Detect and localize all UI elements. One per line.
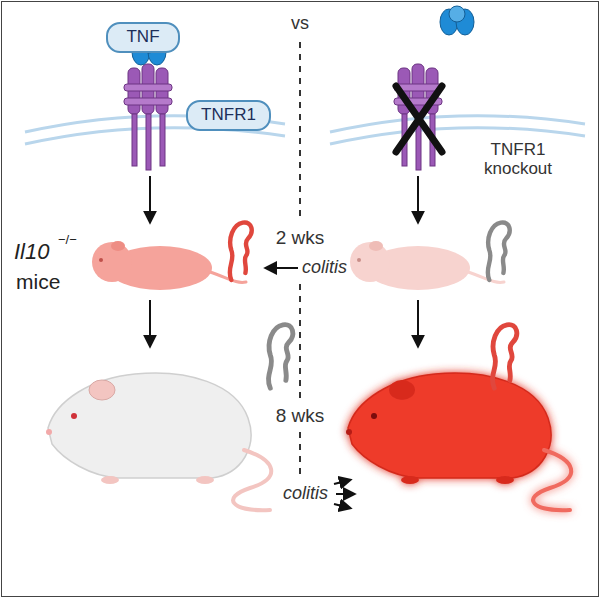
mouse-nose [346,429,352,435]
colon-healthy [488,222,510,280]
down-arrow [417,300,419,346]
receptor-domain [124,84,172,91]
mouse-eye [71,413,77,419]
versus-label: vs [291,14,309,34]
knockout-cross [396,86,442,152]
tnf-trimer [440,6,474,35]
pup-left [92,241,246,290]
cross-stroke [396,86,442,152]
receptor-stalk [146,114,151,170]
knockout-label: TNFR1 knockout [470,141,566,178]
pup-eye [357,258,361,262]
receptor-stalk [160,114,165,166]
mouse-eye [371,413,377,419]
left-arrow [266,267,298,269]
ligand-box: TNF [106,22,180,53]
tnfr1-receptor-knockout [394,6,474,170]
receptor-box: TNFR1 [186,100,271,131]
membrane-line [330,128,585,144]
mouse-nose [46,429,52,435]
worse-arrow [336,493,354,495]
receptor-stalk [132,114,137,166]
divider-segment [299,42,301,220]
down-arrow [417,176,419,222]
membrane-line [330,116,585,132]
mouse-foot [101,476,119,484]
time-label: 8 wks [276,406,325,427]
genotype-superscript: −/− [58,233,77,247]
pup-head [350,242,390,282]
down-arrow [149,176,151,222]
tnfr1-receptor [124,35,172,170]
node-label: TNFR1 [201,106,256,125]
disease-label: colitis [302,258,347,278]
down-arrow [149,300,151,346]
strain-label: Il10 [14,240,49,264]
mouse-foot [196,476,214,484]
colon-inflamed [230,222,252,280]
mouse-foot [496,476,514,484]
colon-healthy [268,325,292,388]
cross-stroke [396,86,442,152]
species-label: mice [16,270,60,293]
divider-segment [299,284,301,398]
pup-ear [111,241,125,251]
pup-right [350,241,504,290]
receptor-domain [124,98,172,105]
membrane [25,116,585,144]
worse-arrow [334,504,350,508]
divider-segment [299,432,301,478]
mouse-body [348,373,551,478]
mouse-ear [389,380,415,400]
pup-head [92,242,132,282]
node-label: TNF [126,28,159,47]
mouse-foot [401,476,419,484]
mouse-body [48,373,251,478]
mouse-tail [533,450,571,510]
disease-label: colitis [283,484,328,504]
mouse-tail [233,450,271,510]
adult-mouse-right [346,373,571,510]
pup-eye [99,258,103,262]
colon-inflamed [492,325,516,388]
adult-mouse-left [46,373,271,510]
mouse-ear [89,380,115,400]
time-label: 2 wks [276,228,325,249]
pup-ear [369,241,383,251]
tnf-subunit [449,6,465,22]
worse-arrow [334,480,350,484]
